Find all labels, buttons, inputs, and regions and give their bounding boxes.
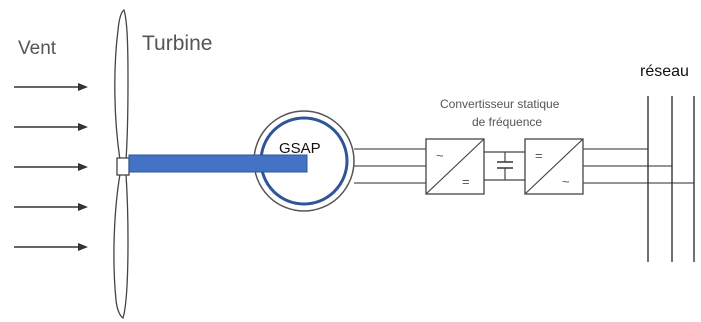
wind-arrow [14, 83, 88, 91]
wind-arrows [14, 83, 88, 251]
hub [116, 157, 130, 176]
shaft [128, 154, 308, 173]
wind-arrow [14, 243, 88, 251]
rectifier: ~ = [425, 138, 485, 195]
turbine-blades [113, 8, 130, 320]
dc-link [484, 151, 525, 181]
lower-blade [113, 173, 129, 320]
inverter-to-grid-lines [583, 148, 694, 184]
inverter-input-symbol: = [535, 148, 543, 163]
grid-label: réseau [640, 63, 689, 80]
rectifier-input-symbol: ~ [436, 148, 444, 163]
rectifier-output-symbol: = [462, 174, 470, 189]
generator-label: GSAP [279, 140, 321, 157]
turbine-label: Turbine [142, 32, 212, 55]
generator-to-converter-lines [354, 148, 426, 184]
converter-label-line2: de fréquence [472, 115, 542, 129]
converter-label-line1: Convertisseur statique [440, 97, 560, 111]
inverter: = ~ [524, 138, 584, 195]
wind-arrow [14, 203, 88, 211]
wind-arrow [14, 123, 88, 131]
inverter-output-symbol: ~ [562, 174, 570, 189]
grid-busbars [647, 96, 695, 262]
upper-blade [114, 8, 129, 161]
wind-arrow [14, 163, 88, 171]
wind-label: Vent [18, 38, 57, 59]
